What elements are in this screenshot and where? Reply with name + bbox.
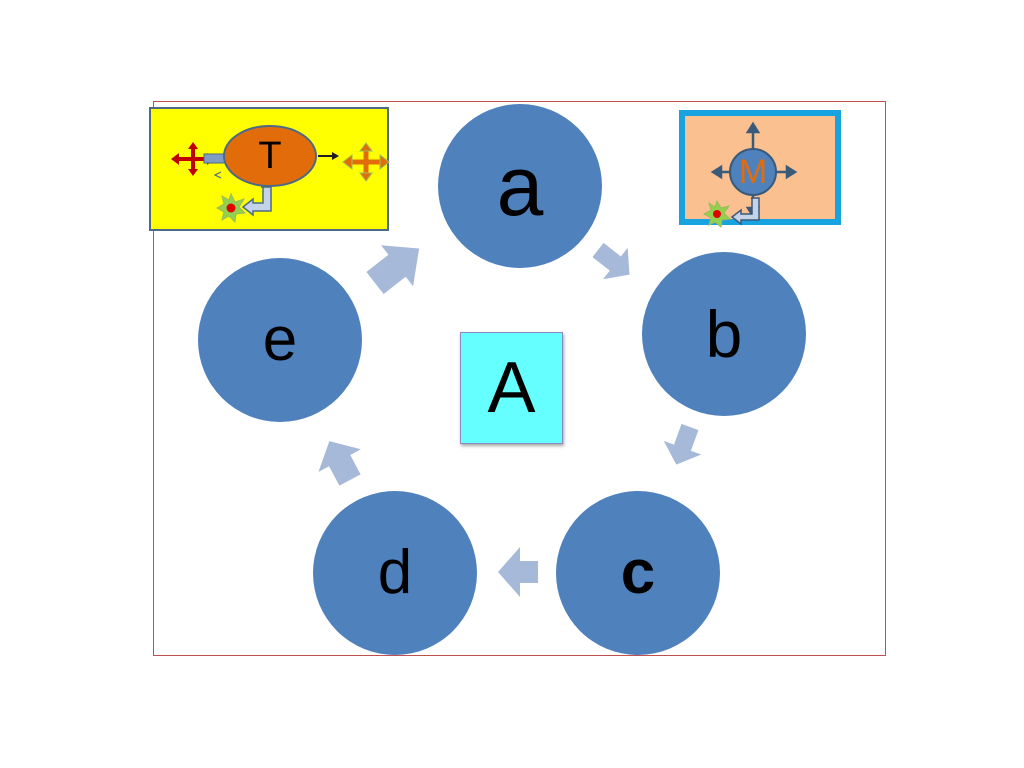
- green-burst-icon-m: [702, 199, 732, 228]
- arrow-b-to-c: [663, 423, 702, 465]
- legend-m-graphics: [702, 121, 798, 228]
- arrow-e-to-a: [366, 245, 420, 295]
- cycle-node-a: a: [438, 104, 602, 268]
- node-label-a: a: [496, 139, 544, 233]
- cycle-node-c: c: [556, 491, 720, 655]
- orange-move-icon: [342, 142, 390, 182]
- legend-t-graphics: [171, 125, 390, 224]
- node-label-c: c: [620, 538, 656, 607]
- cycle-node-e: e: [198, 258, 362, 422]
- small-chevron-icon: [213, 171, 222, 179]
- t-ellipse: [223, 125, 317, 187]
- cycle-node-b: b: [642, 252, 806, 416]
- arrow-a-to-b: [592, 242, 630, 280]
- center-label: A: [487, 348, 536, 428]
- return-arrow-icon-m: [730, 197, 760, 226]
- node-label-e: e: [262, 305, 298, 374]
- m-circle: [729, 148, 777, 196]
- arrow-c-to-d: [498, 547, 538, 597]
- return-arrow-icon: [241, 186, 272, 217]
- center-box: A: [460, 332, 563, 444]
- node-label-d: d: [377, 538, 413, 607]
- arrow-d-to-e: [318, 441, 361, 486]
- legend-t-label: T: [258, 134, 282, 177]
- cycle-node-d: d: [313, 491, 477, 655]
- right-arrow-icon: [318, 152, 339, 160]
- node-label-b: b: [705, 297, 743, 371]
- legend-m-label: M: [738, 152, 768, 191]
- diagram-frame: [153, 101, 886, 656]
- green-burst-icon: [215, 192, 247, 224]
